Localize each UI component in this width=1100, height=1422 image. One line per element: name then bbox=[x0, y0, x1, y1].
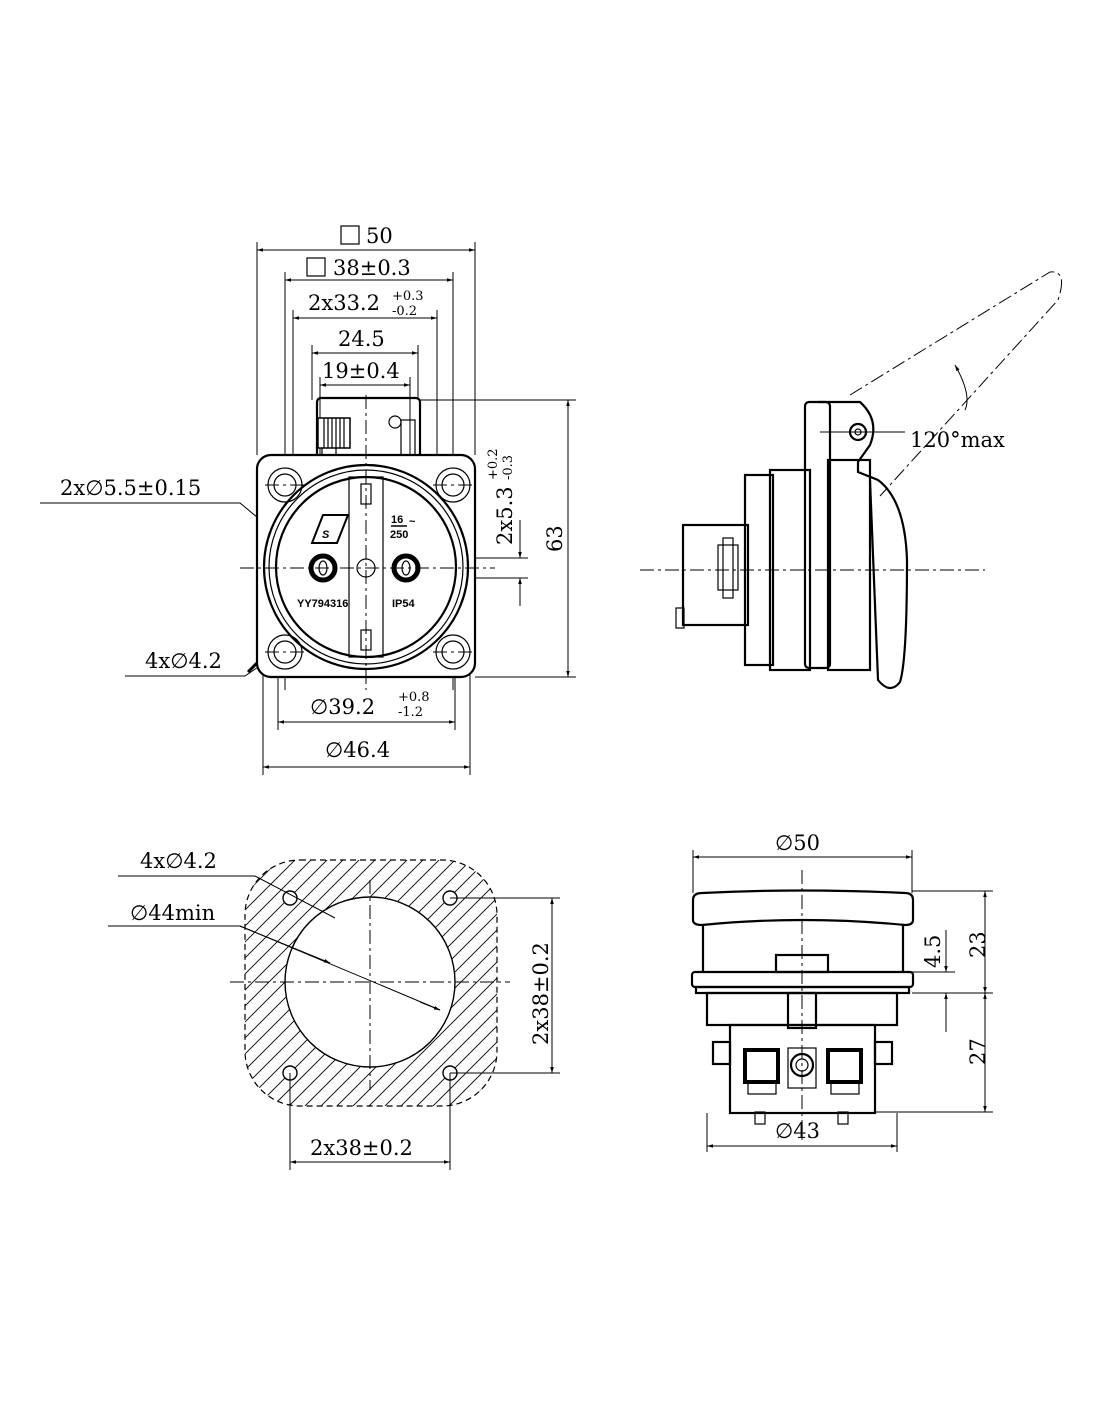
cutout-dim-min-dia: ∅44min bbox=[130, 901, 215, 925]
side-view: 120°max bbox=[640, 271, 1063, 690]
svg-text:+0.3: +0.3 bbox=[392, 289, 424, 304]
hatch-line bbox=[384, 860, 497, 1106]
bottom-dim-43: ∅43 bbox=[775, 1119, 820, 1143]
dim-2x33-2: 2x33.2 bbox=[308, 291, 380, 315]
cutout-view: 4x∅4.2 ∅44min 2x38±0.2 2x38±0.2 bbox=[108, 849, 560, 1170]
extension-lines bbox=[256, 242, 576, 775]
dim-mount-holes: 4x∅4.2 bbox=[145, 649, 222, 673]
hatch-line bbox=[245, 860, 262, 1106]
cutout-outline bbox=[244, 859, 498, 1107]
rating-ac: ~ bbox=[409, 516, 416, 528]
bottom-view: ∅50 ∅43 23 27 4.5 bbox=[690, 831, 993, 1152]
dim-pin-holes: 2x∅5.5±0.15 bbox=[60, 476, 201, 500]
bottom-dim-27: 27 bbox=[966, 1038, 990, 1065]
lid-top bbox=[691, 889, 915, 927]
center-lines bbox=[240, 395, 495, 690]
cutout-dim-holes: 4x∅4.2 bbox=[140, 849, 217, 873]
spring-coils bbox=[323, 418, 345, 448]
hatch-line bbox=[432, 860, 497, 1106]
hatch-line bbox=[245, 860, 326, 1106]
bottom-dim-50: ∅50 bbox=[775, 831, 820, 855]
ip-rating: IP54 bbox=[392, 598, 416, 610]
svg-text:-0.2: -0.2 bbox=[392, 304, 417, 319]
model-number: YY794316 bbox=[297, 598, 348, 610]
svg-text:+0.2: +0.2 bbox=[486, 448, 501, 480]
hatch-line bbox=[400, 860, 497, 1106]
terminal-left bbox=[743, 1048, 780, 1084]
angle-label: 120°max bbox=[910, 428, 1005, 452]
hatch-line bbox=[245, 860, 278, 1106]
terminal-right bbox=[826, 1048, 863, 1084]
hatch-line bbox=[416, 860, 497, 1106]
cutout-dim-vertical: 2x38±0.2 bbox=[529, 942, 553, 1045]
lid-closed bbox=[818, 400, 909, 690]
dim-24-5: 24.5 bbox=[338, 327, 385, 351]
hatch-line bbox=[245, 860, 390, 1106]
bottom-dim-23: 23 bbox=[966, 931, 990, 958]
front-view: S 16 250 ~ YY794316 IP54 50 38±0.3 2x33.… bbox=[40, 224, 576, 775]
rating-voltage: 250 bbox=[390, 529, 408, 541]
hatch-line bbox=[245, 860, 358, 1106]
dim-19: 19±0.4 bbox=[322, 359, 400, 383]
hatch-line bbox=[245, 860, 246, 1106]
hatch-line bbox=[368, 860, 497, 1106]
flange bbox=[803, 400, 832, 670]
rating-current: 16 bbox=[391, 514, 403, 526]
dim-39-2: ∅39.2 bbox=[310, 695, 375, 719]
hatch-line bbox=[245, 860, 406, 1106]
hatch-line bbox=[245, 860, 294, 1106]
dim-square-50: 50 bbox=[366, 224, 393, 248]
hatch-line bbox=[464, 860, 497, 1106]
dim-square-38: 38±0.3 bbox=[333, 256, 411, 280]
hatch-line bbox=[480, 860, 497, 1106]
terminal-block bbox=[681, 523, 750, 627]
dim-46-4: ∅46.4 bbox=[325, 738, 390, 762]
hatch-line bbox=[245, 860, 342, 1106]
hatch-line bbox=[245, 860, 374, 1106]
svg-text:+0.8: +0.8 bbox=[398, 690, 430, 705]
dim-2x5-3: 2x5.3 bbox=[493, 486, 517, 545]
logo-icon: S bbox=[310, 514, 350, 544]
cutout-dim-horizontal: 2x38±0.2 bbox=[310, 1136, 413, 1160]
svg-text:-1.2: -1.2 bbox=[398, 705, 423, 720]
hatch-line bbox=[448, 860, 497, 1106]
svg-text:-0.3: -0.3 bbox=[501, 455, 516, 480]
svg-text:S: S bbox=[322, 529, 330, 541]
hatch-line bbox=[245, 860, 310, 1106]
bottom-dim-4-5: 4.5 bbox=[921, 935, 945, 968]
lid-open-outline bbox=[849, 271, 1063, 497]
dim-63: 63 bbox=[543, 525, 567, 552]
spring-icon bbox=[317, 417, 351, 449]
